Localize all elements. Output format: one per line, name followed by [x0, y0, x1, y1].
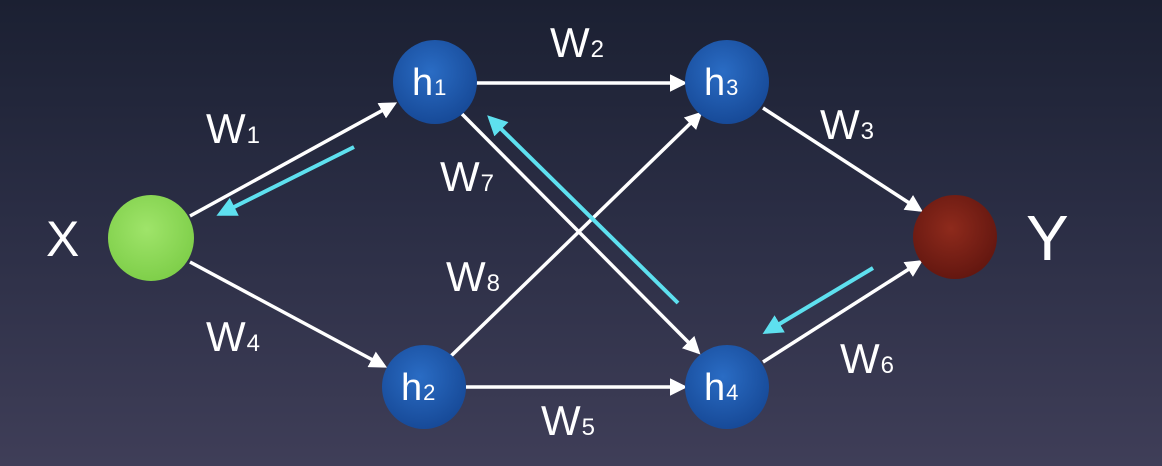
edge-h3-y: [762, 106, 923, 212]
backprop-arrow-w6: [762, 266, 875, 335]
input-label-x: X: [46, 211, 80, 267]
h2-label: h2: [401, 367, 436, 409]
edge-h2-h3: [449, 111, 703, 358]
output-node: [913, 195, 997, 279]
backprop-arrow-w1: [216, 145, 355, 216]
hidden-node-h3: [685, 40, 769, 124]
edge-h4-y: [762, 260, 923, 364]
edge-x-h2: [189, 260, 388, 368]
output-label-y: Y: [1026, 202, 1069, 274]
weight-label-w3: W3: [820, 101, 875, 148]
input-node: [108, 195, 194, 281]
hidden-node-h4: [685, 345, 769, 429]
hidden-node-h1: [393, 40, 477, 124]
h1-label: h1: [412, 62, 447, 104]
hidden-node-h2: [382, 345, 466, 429]
backprop-arrow-w7: [487, 115, 680, 305]
edge-x-h1: [189, 102, 398, 218]
weight-label-w6: W6: [840, 335, 895, 382]
weight-label-w8: W8: [446, 253, 501, 300]
weight-label-w7: W7: [440, 153, 495, 200]
weight-label-w2: W2: [550, 19, 605, 66]
h3-label: h3: [704, 62, 739, 104]
weight-label-w1: W1: [206, 105, 261, 152]
h4-label: h4: [704, 367, 739, 409]
weight-label-w5: W5: [541, 397, 596, 444]
weight-label-w4: W4: [206, 313, 261, 360]
